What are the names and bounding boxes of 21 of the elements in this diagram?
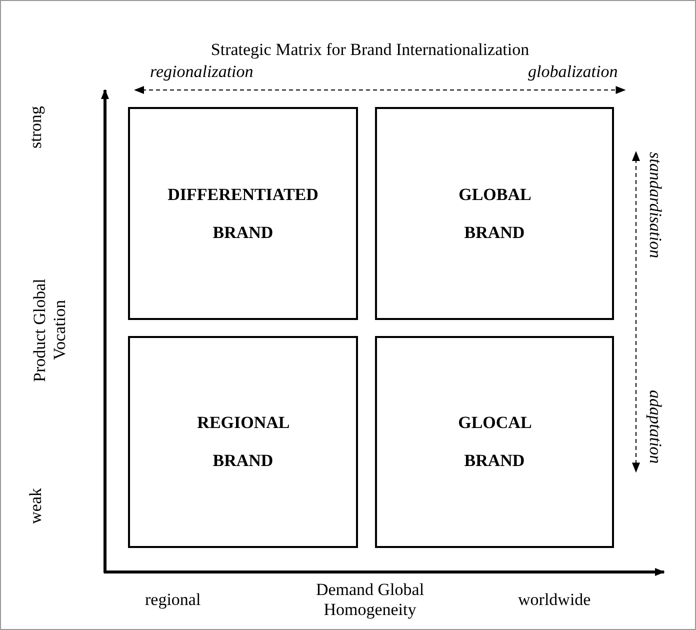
dashed-arrow [632, 151, 640, 473]
axis-tick-label: strong [26, 106, 46, 148]
quadrant-box [375, 107, 614, 320]
direction-label: adaptation [636, 390, 665, 472]
axis-tick-label: worldwide [518, 590, 591, 610]
quadrant-box [128, 107, 358, 320]
axis-tick-label: weak [26, 488, 46, 524]
dashed-arrow [134, 86, 626, 94]
direction-label: globalization [528, 62, 625, 90]
quadrant-box [375, 336, 614, 548]
axis-tick-label: regional [145, 590, 201, 610]
axis-title: Demand Global Homogeneity [314, 580, 426, 620]
axis-title: Product Global Vocation [30, 277, 70, 384]
quadrant-box [128, 336, 358, 548]
quadrant-label: REGIONAL BRAND [197, 412, 289, 472]
chart-title: Strategic Matrix for Brand Internationalization [210, 40, 530, 60]
quadrant-label: GLOBAL BRAND [458, 184, 530, 244]
direction-label: regionalization [135, 62, 254, 90]
quadrant-label: GLOCAL BRAND [458, 412, 531, 472]
direction-label: standardisation [636, 152, 665, 258]
quadrant-label: DIFFERENTIATED BRAND [168, 184, 318, 244]
